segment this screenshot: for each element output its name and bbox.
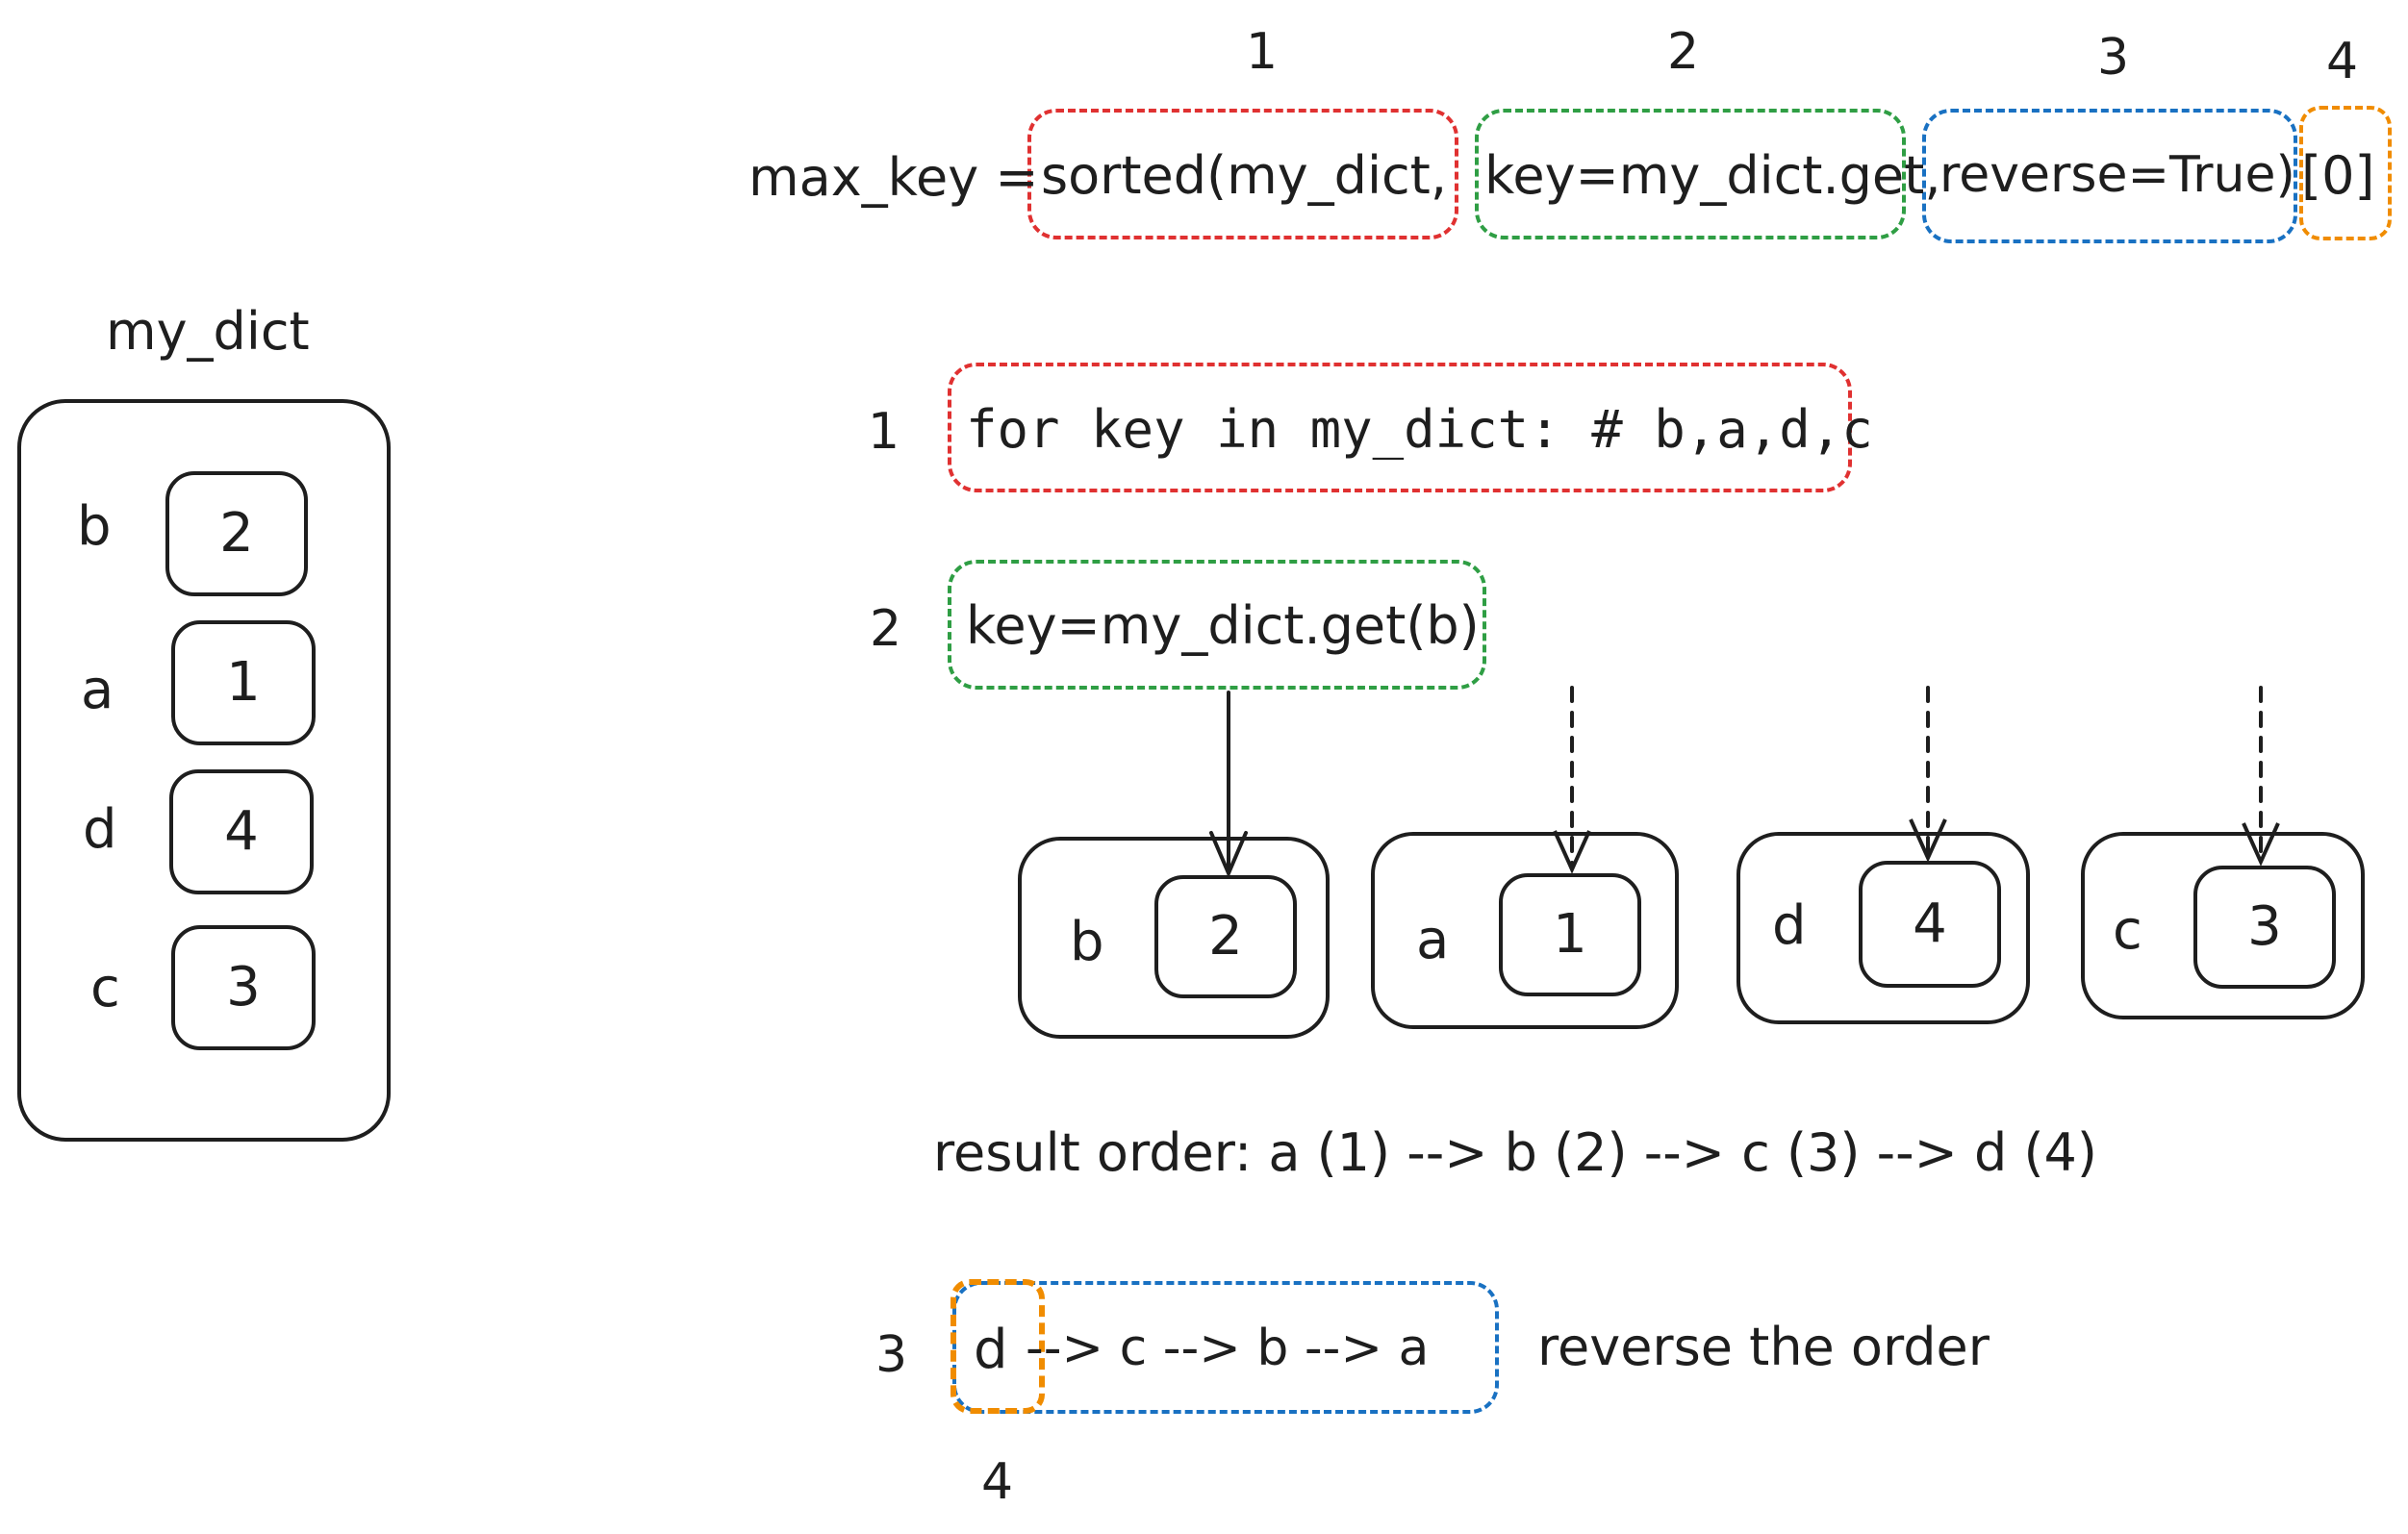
pair-key-c: c (2113, 899, 2142, 962)
step1-box (948, 363, 1852, 492)
arrow-solid-to-b (1209, 691, 1248, 879)
dict-key-a: a (81, 659, 114, 721)
result-order-text: result order: a (1) --> b (2) --> c (3) … (933, 1122, 2097, 1183)
pair-box-b (1018, 837, 1330, 1039)
dict-key-c: c (90, 957, 120, 1019)
code-index: [0] (2301, 145, 2375, 206)
step3-index-label: 4 (981, 1453, 1014, 1511)
step3-note: reverse the order (1537, 1317, 1990, 1377)
code-sorted: sorted(my_dict, (1041, 145, 1447, 206)
dict-key-d: d (83, 798, 117, 861)
pair-value-a: 1 (1499, 873, 1641, 996)
code-key: key=my_dict.get, (1484, 145, 1941, 206)
dict-value-c: 3 (171, 925, 316, 1050)
highlight-key (1475, 109, 1906, 239)
my-dict-container (17, 399, 391, 1142)
highlight-sorted (1027, 109, 1458, 239)
pair-value-b: 2 (1154, 875, 1297, 998)
arrowhead-a (1553, 830, 1591, 874)
step3-number: 3 (875, 1326, 908, 1384)
pair-key-a: a (1416, 909, 1450, 971)
step3-first-box (951, 1279, 1045, 1414)
step1-text: for key in my_dict: # b,a,d,c (966, 399, 1873, 460)
pair-value-c: 3 (2193, 866, 2336, 989)
label-part-3: 3 (2097, 29, 2130, 87)
my-dict-title: my_dict (106, 301, 310, 362)
code-reverse: reverse=True) (1939, 146, 2295, 204)
label-part-2: 2 (1667, 23, 1700, 81)
arrowhead-c (2242, 822, 2280, 867)
pair-key-d: d (1772, 894, 1807, 957)
pair-box-a (1371, 832, 1679, 1029)
step3-rest: --> c --> b --> a (1026, 1320, 1430, 1377)
step2-box (948, 560, 1486, 690)
highlight-index (2299, 106, 2392, 240)
step1-number: 1 (868, 403, 900, 461)
label-part-4: 4 (2326, 33, 2359, 90)
arrowhead-d (1909, 818, 1947, 863)
step2-text: key=my_dict.get(b) (966, 595, 1480, 656)
pair-box-c (2081, 832, 2365, 1019)
pair-key-b: b (1070, 911, 1104, 973)
dict-key-b: b (77, 495, 112, 558)
code-prefix: max_key = (748, 147, 1039, 208)
pair-box-d (1736, 832, 2030, 1024)
step2-number: 2 (870, 600, 902, 658)
dict-value-d: 4 (169, 769, 314, 894)
dict-value-b: 2 (165, 471, 308, 596)
step3-first-key: d (974, 1319, 1008, 1381)
label-part-1: 1 (1246, 23, 1279, 81)
dict-value-a: 1 (171, 620, 316, 745)
highlight-reverse (1922, 109, 2297, 243)
pair-value-d: 4 (1859, 861, 2001, 988)
